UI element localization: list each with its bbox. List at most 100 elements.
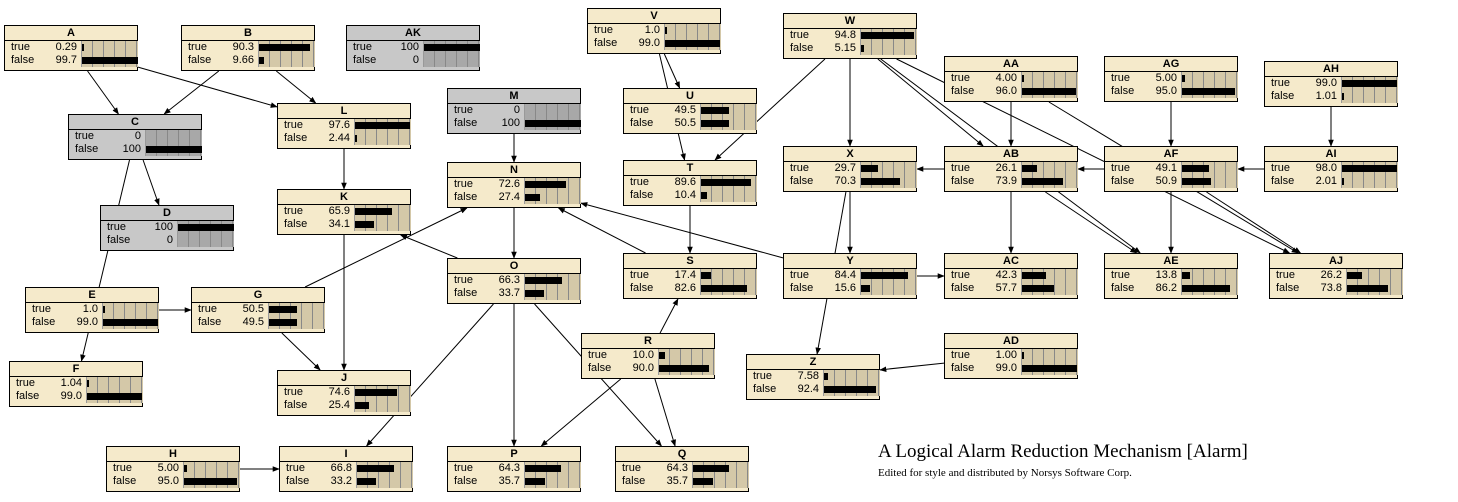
belief-bar bbox=[701, 192, 707, 199]
state-value: 73.9 bbox=[995, 175, 1017, 187]
state-label: false bbox=[107, 234, 131, 246]
node-title: F bbox=[10, 362, 142, 377]
state-label: true bbox=[588, 349, 607, 361]
belief-bar-track bbox=[354, 399, 411, 412]
node-title: H bbox=[107, 447, 239, 462]
belief-bar-track bbox=[524, 462, 581, 475]
state-label: true bbox=[630, 269, 649, 281]
belief-bar bbox=[269, 319, 297, 326]
state-label: false bbox=[790, 175, 814, 187]
belief-bar bbox=[146, 146, 202, 153]
state-row: false 70.3 bbox=[784, 175, 917, 188]
state-label: true bbox=[951, 349, 970, 361]
state-label: false bbox=[630, 282, 654, 294]
belief-bar bbox=[665, 27, 667, 34]
state-value: 29.7 bbox=[834, 162, 856, 174]
edge-ad-to-z bbox=[879, 362, 945, 373]
belief-bar-track bbox=[524, 178, 581, 191]
state-label: false bbox=[630, 189, 654, 201]
belief-bar bbox=[701, 272, 711, 279]
belief-bar-track bbox=[524, 287, 581, 300]
belief-bar-track bbox=[524, 274, 581, 287]
state-value: 99.0 bbox=[60, 390, 82, 402]
belief-bar-track bbox=[700, 104, 757, 117]
state-value: 100 bbox=[501, 117, 520, 129]
belief-bar-track bbox=[823, 370, 880, 383]
belief-bar-track bbox=[860, 282, 917, 295]
node-title: Y bbox=[784, 254, 916, 269]
edge-af-to-aj bbox=[1206, 191, 1302, 254]
state-value: 35.7 bbox=[498, 475, 520, 487]
state-value: 70.3 bbox=[834, 175, 856, 187]
belief-bar bbox=[701, 285, 747, 292]
belief-bar bbox=[424, 44, 480, 51]
belief-bar-track bbox=[1021, 282, 1078, 295]
belief-bar bbox=[861, 32, 914, 39]
state-label: false bbox=[454, 475, 478, 487]
state-value: 49.1 bbox=[1155, 162, 1177, 174]
belief-bar bbox=[259, 57, 264, 64]
belief-bar-track bbox=[177, 234, 234, 247]
state-label: true bbox=[1276, 269, 1295, 281]
state-value: 90.0 bbox=[632, 362, 654, 374]
node-title: I bbox=[280, 447, 412, 462]
edge-v-to-u bbox=[663, 53, 681, 89]
state-label: true bbox=[1111, 72, 1130, 84]
belief-bar-track bbox=[258, 54, 315, 67]
state-value: 90.3 bbox=[232, 41, 254, 53]
state-value: 0.29 bbox=[55, 41, 77, 53]
state-label: false bbox=[284, 218, 308, 230]
edge-r-to-q bbox=[654, 378, 676, 447]
belief-bar bbox=[178, 224, 234, 231]
state-label: true bbox=[454, 462, 473, 474]
belief-bar bbox=[701, 107, 729, 114]
